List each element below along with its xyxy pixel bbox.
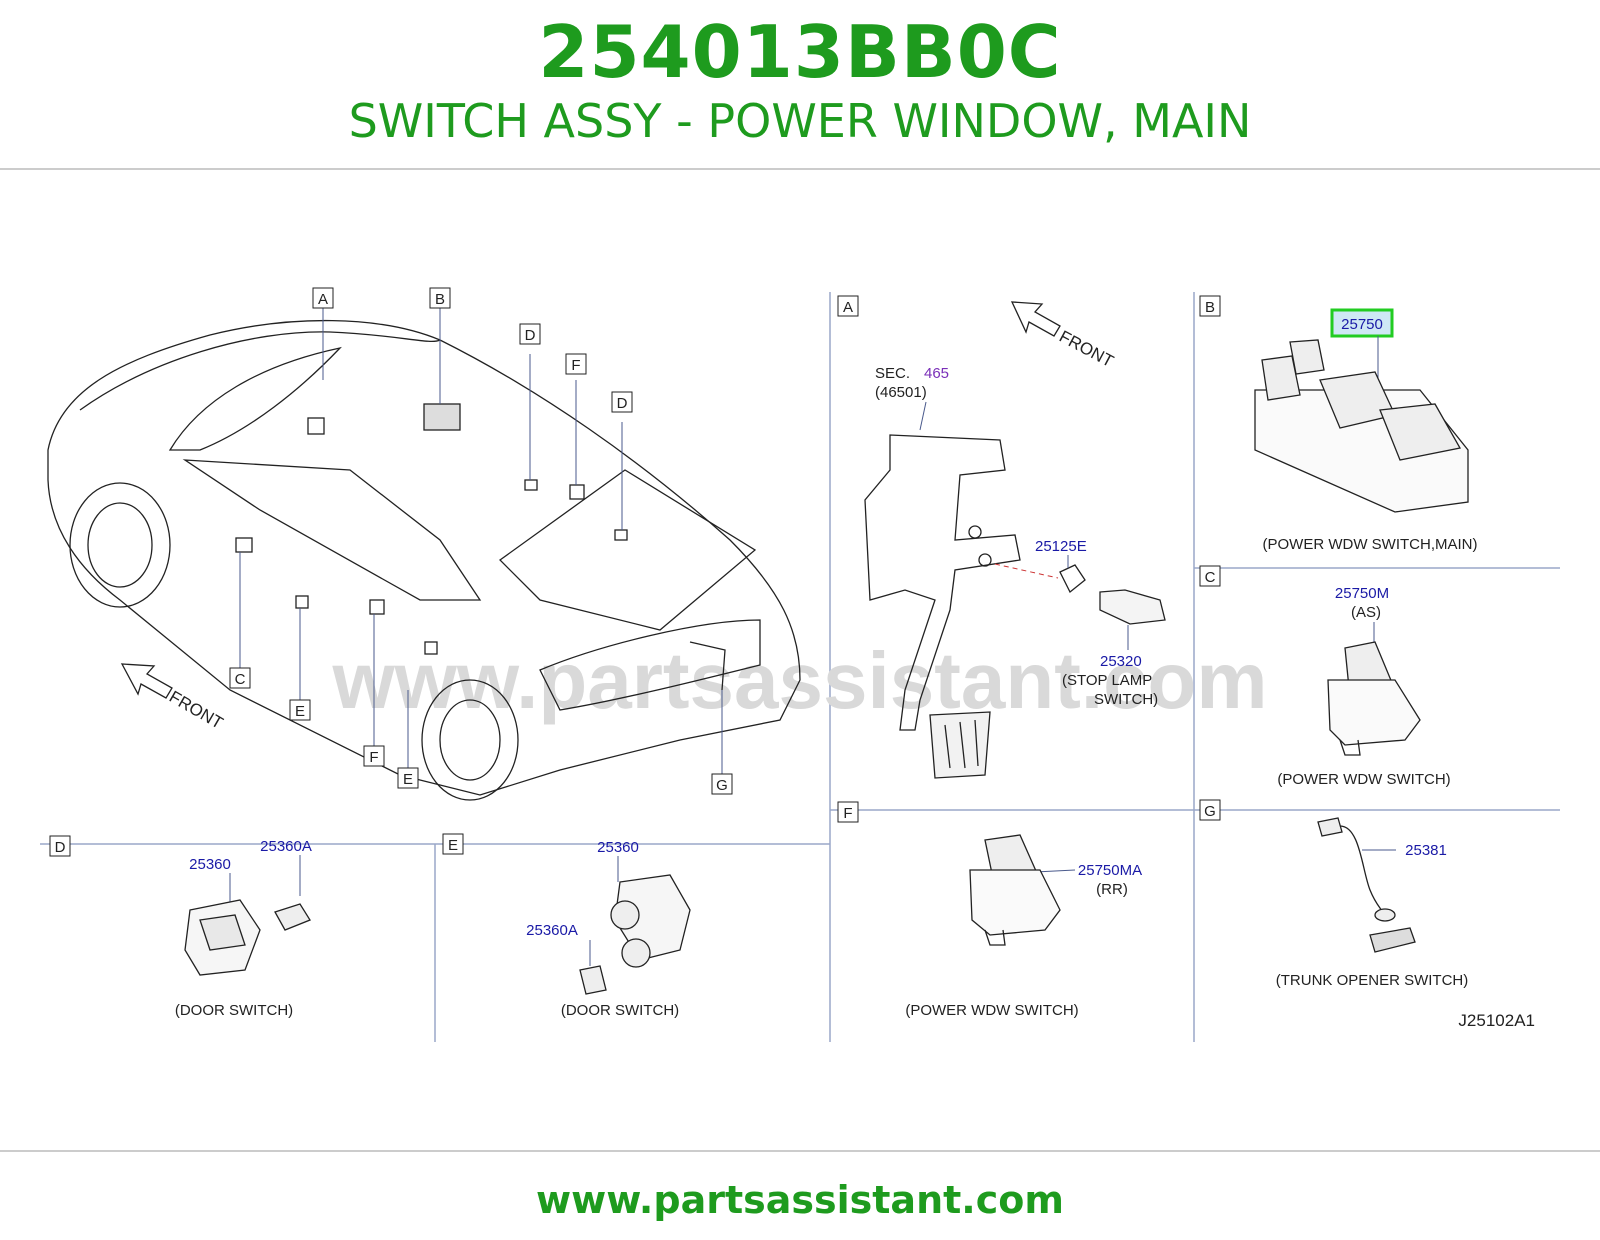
svg-text:25360A: 25360A — [260, 838, 312, 855]
highlight-box — [1330, 308, 1394, 338]
main-window-switch — [1254, 339, 1469, 513]
svg-text:E: E — [295, 703, 305, 720]
svg-text:E: E — [448, 837, 458, 854]
header-divider — [0, 168, 1600, 170]
svg-text:B: B — [435, 291, 445, 308]
marker-a: A — [312, 287, 334, 309]
svg-text:25360A: 25360A — [526, 922, 578, 939]
svg-text:(DOOR SWITCH): (DOOR SWITCH) — [175, 1002, 293, 1019]
svg-text:C: C — [235, 671, 246, 688]
rear-window-switch — [969, 834, 1061, 946]
svg-text:F: F — [571, 357, 580, 374]
svg-text:(POWER WDW SWITCH): (POWER WDW SWITCH) — [1277, 771, 1450, 788]
footer-divider — [0, 1150, 1600, 1152]
svg-text:F: F — [843, 805, 852, 822]
svg-text:(DOOR SWITCH): (DOOR SWITCH) — [561, 1002, 679, 1019]
panel-c: C 25750M (AS) (POWER WDW SWITCH) — [1199, 565, 1451, 788]
marker-e-2: E — [397, 767, 419, 789]
svg-text:B: B — [1205, 299, 1215, 316]
marker-b: B — [429, 287, 451, 309]
svg-text:C: C — [1205, 569, 1216, 586]
svg-text:(AS): (AS) — [1351, 604, 1381, 621]
panel-d: D 25360 25360A (DOOR SWITCH) — [49, 835, 312, 1019]
passenger-window-switch — [1327, 641, 1421, 756]
parts-diagram: www.partsassistant.com A B — [40, 287, 1560, 1042]
front-arrow-icon — [120, 663, 173, 699]
door-switch-d — [184, 899, 311, 976]
footer-url: www.partsassistant.com — [536, 1178, 1064, 1222]
svg-text:F: F — [369, 749, 378, 766]
panel-g: G 25381 (TRUNK OPENER SWITCH) — [1199, 799, 1469, 989]
svg-text:(46501): (46501) — [875, 384, 927, 401]
svg-text:G: G — [1204, 803, 1216, 820]
door-switch-e — [579, 874, 691, 995]
marker-f-1: F — [565, 353, 587, 375]
svg-text:E: E — [403, 771, 413, 788]
marker-c: C — [229, 667, 251, 689]
panel-b: B 25750 (POWER WDW SWITCH,MAIN) — [1199, 295, 1478, 553]
svg-text:25360: 25360 — [597, 839, 639, 856]
svg-text:D: D — [617, 395, 628, 412]
svg-text:25750M: 25750M — [1335, 585, 1389, 602]
svg-text:FRONT: FRONT — [166, 687, 226, 733]
car-markers: A B C D D E E F F G — [229, 287, 733, 795]
svg-text:25381: 25381 — [1405, 842, 1447, 859]
svg-text:D: D — [525, 327, 536, 344]
marker-f-2: F — [363, 745, 385, 767]
svg-text:(RR): (RR) — [1096, 881, 1128, 898]
marker-d-2: D — [611, 391, 633, 413]
marker-d-1: D — [519, 323, 541, 345]
svg-text:(STOP LAMP: (STOP LAMP — [1062, 672, 1152, 689]
svg-text:25360: 25360 — [189, 856, 231, 873]
part-number: 254013BB0C — [538, 10, 1062, 94]
svg-text:25750MA: 25750MA — [1078, 862, 1142, 879]
svg-text:25125E: 25125E — [1035, 538, 1087, 555]
svg-text:A: A — [318, 291, 328, 308]
panel-f: F 25750MA (RR) (POWER WDW SWITCH) — [837, 801, 1142, 1019]
svg-text:FRONT: FRONT — [1056, 327, 1117, 371]
marker-e-1: E — [289, 699, 311, 721]
marker-g: G — [711, 773, 733, 795]
svg-text:465: 465 — [924, 365, 949, 382]
drawing-code: J25102A1 — [1458, 1011, 1535, 1030]
front-arrow-icon — [1010, 301, 1061, 337]
car-overview — [47, 319, 801, 801]
svg-text:(POWER WDW SWITCH): (POWER WDW SWITCH) — [905, 1002, 1078, 1019]
page-header: 254013BB0C SWITCH ASSY - POWER WINDOW, M… — [0, 0, 1600, 170]
trunk-opener-switch — [1317, 817, 1416, 953]
svg-text:D: D — [55, 839, 66, 856]
svg-text:(POWER WDW SWITCH,MAIN): (POWER WDW SWITCH,MAIN) — [1263, 536, 1478, 553]
part-name: SWITCH ASSY - POWER WINDOW, MAIN — [348, 94, 1252, 148]
svg-text:SWITCH): SWITCH) — [1094, 691, 1158, 708]
car-leader-lines — [239, 308, 723, 774]
svg-text:25750: 25750 — [1341, 316, 1383, 333]
panel-e: E 25360 25360A (DOOR SWITCH) — [442, 833, 691, 1019]
panel-grid — [40, 292, 1560, 1042]
svg-text:A: A — [843, 299, 853, 316]
brake-pedal-assembly — [864, 434, 1166, 779]
svg-text:SEC.: SEC. — [875, 365, 910, 382]
svg-text:G: G — [716, 777, 728, 794]
svg-text:25320: 25320 — [1100, 653, 1142, 670]
svg-text:(TRUNK OPENER SWITCH): (TRUNK OPENER SWITCH) — [1276, 972, 1469, 989]
